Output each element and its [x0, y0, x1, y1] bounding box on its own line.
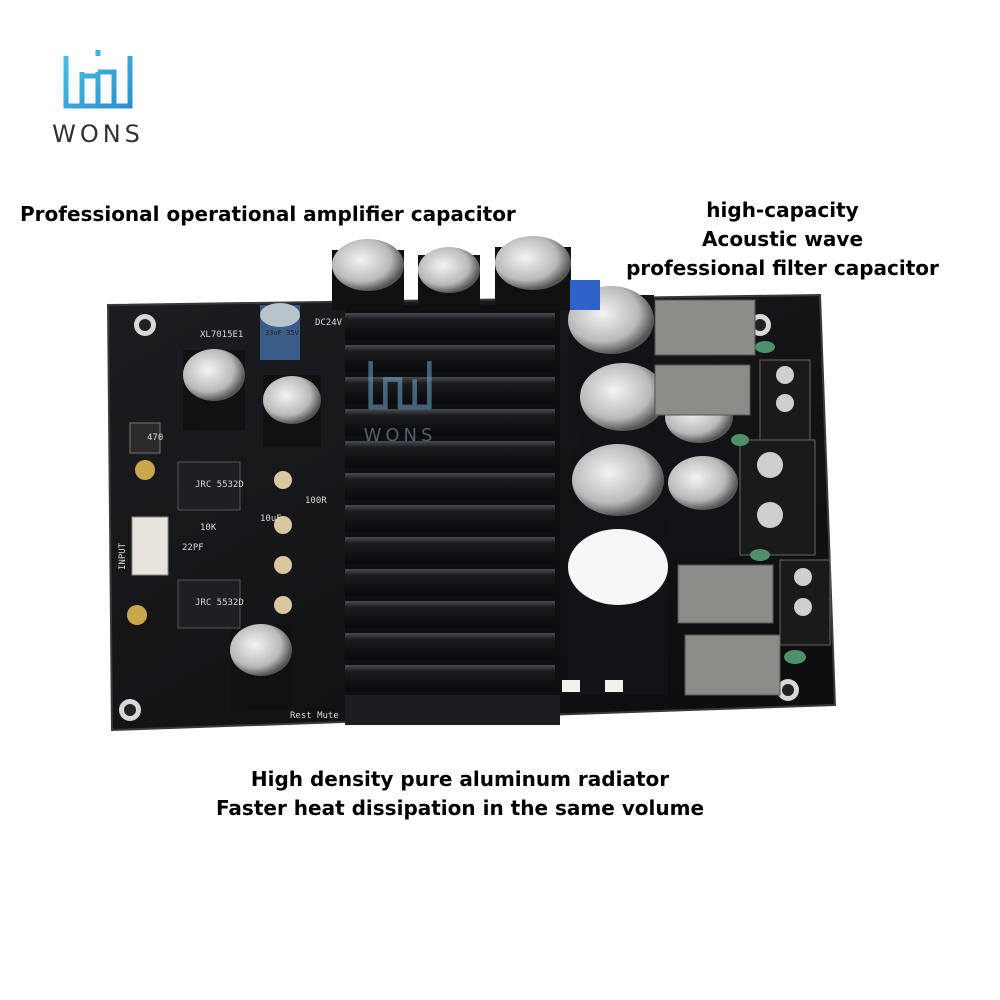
left-components: [127, 303, 321, 710]
label-dc: DC24V: [315, 318, 343, 328]
caption-opamp-capacitor: Professional operational amplifier capac…: [20, 202, 516, 226]
status-leds: [562, 680, 623, 692]
label-mute: Rest Mute: [290, 711, 339, 721]
label-reg: XL7015E1: [200, 330, 243, 340]
watermark-logo: WONS: [345, 355, 455, 450]
caption-filter-capacitor: high-capacity Acoustic wave professional…: [610, 196, 955, 283]
caption-radiator-line-2: Faster heat dissipation in the same volu…: [215, 796, 705, 820]
screw-terminals: [739, 359, 831, 646]
green-capacitors: [731, 341, 806, 664]
caption-filter-line-2: Acoustic wave: [701, 227, 864, 251]
brand-logo: WONS: [38, 50, 158, 148]
label-chip1: JRC 5532D: [195, 480, 244, 490]
wons-w-icon: [63, 50, 133, 109]
label-chip2: JRC 5532D: [195, 598, 244, 608]
watermark-w-icon: [368, 361, 432, 410]
label-res3: 100R: [305, 496, 327, 506]
filter-capacitors: [568, 280, 738, 695]
watermark-brand: WONS: [363, 425, 437, 446]
label-res1: 10K: [200, 523, 217, 533]
caption-radiator: High density pure aluminum radiator Fast…: [180, 765, 740, 823]
brand-name: WONS: [52, 120, 144, 148]
mounting-holes: [119, 314, 799, 721]
caption-filter-line-1: high-capacity: [706, 198, 859, 222]
label-res2: 22PF: [182, 543, 204, 553]
amplifier-board-photo: XL7015E1 JRC 5532D JRC 5532D 470 DC24V 1…: [106, 236, 837, 732]
output-inductors: [654, 299, 781, 696]
label-small-cap: 33uF 35V: [265, 329, 300, 337]
label-res4: 10uF: [260, 514, 282, 524]
caption-radiator-line-1: High density pure aluminum radiator: [250, 767, 670, 791]
top-capacitors: [332, 236, 571, 310]
label-coil: 470: [147, 433, 163, 443]
label-input: INPUT: [118, 542, 128, 570]
aluminum-heatsink: [345, 305, 560, 725]
caption-filter-line-3: professional filter capacitor: [626, 256, 939, 280]
